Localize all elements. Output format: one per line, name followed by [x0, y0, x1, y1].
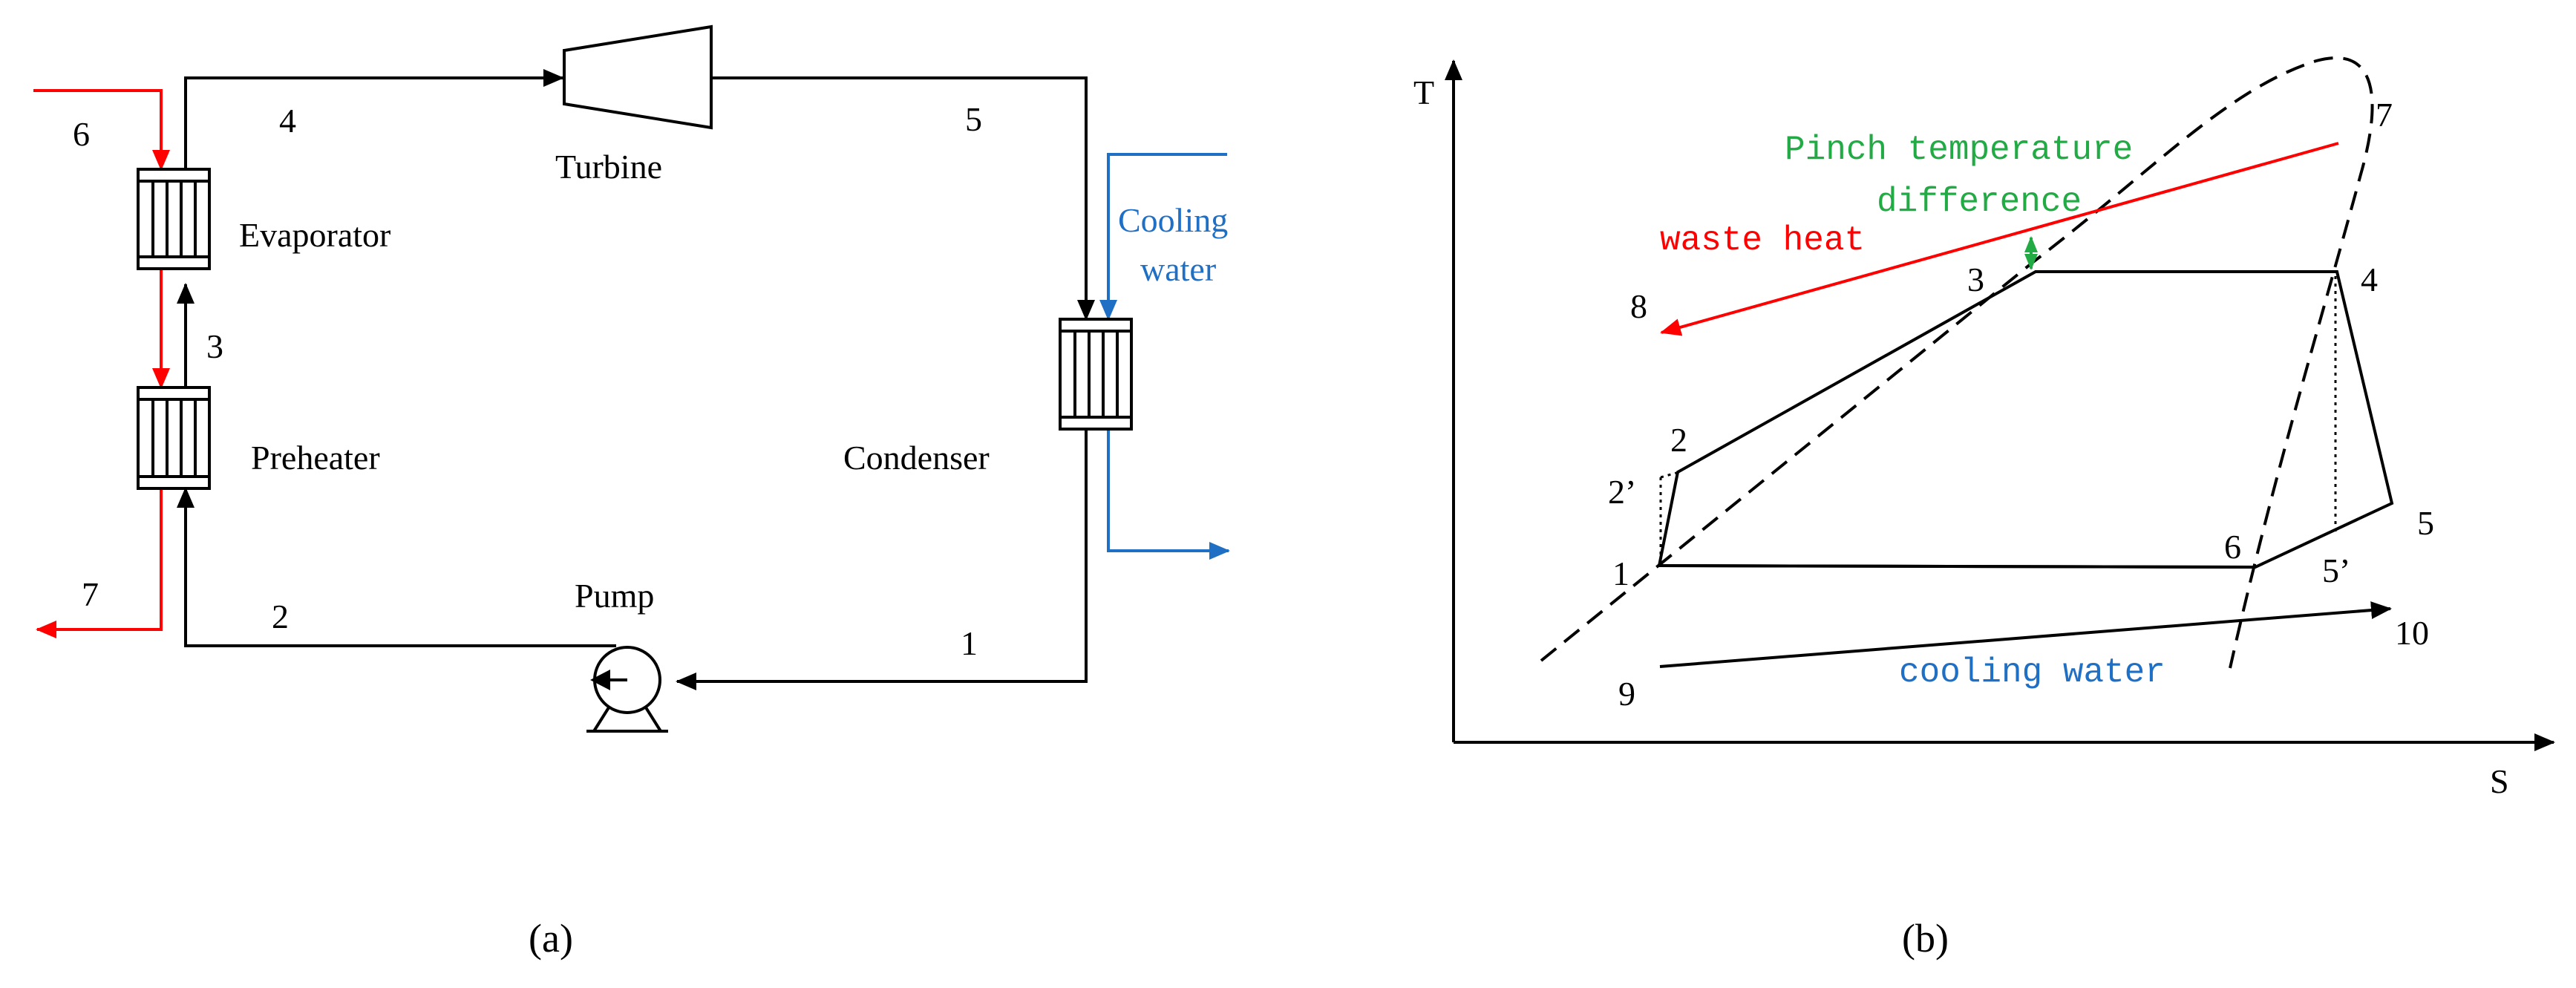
- y-axis-label: T: [1413, 73, 1434, 111]
- cooling-water-label-line2: water: [1140, 250, 1216, 288]
- condenser-heat-exchanger: [1059, 318, 1133, 431]
- panel-b-ts-diagram: T S Pinch temperature difference waste h…: [1413, 56, 2555, 961]
- tsd-point-1-label: 1: [1612, 554, 1629, 592]
- state-point-1-label: 1: [961, 624, 978, 662]
- cooling-water-outlet-line: [1107, 429, 1230, 560]
- panel-b-caption: (b): [1902, 916, 1949, 961]
- x-axis-label: S: [2490, 762, 2509, 800]
- cooling-water-label: cooling water: [1899, 653, 2165, 692]
- stream-2-line: [177, 487, 616, 647]
- tsd-point-4-label: 4: [2361, 261, 2378, 298]
- cycle-bottom-line: [1658, 564, 2256, 569]
- waste-heat-outlet-line: [36, 490, 163, 638]
- tsd-point-5prime-label: 5’: [2322, 552, 2350, 589]
- working-fluid-loop: [177, 69, 1095, 690]
- state-point-6-label: 6: [73, 115, 90, 153]
- tsd-point-10-label: 10: [2395, 614, 2429, 652]
- cycle-path: [1657, 270, 2394, 569]
- stream-1-line: [676, 431, 1088, 690]
- waste-heat-line: [1660, 142, 2339, 336]
- saturation-dome-curve: [1540, 56, 2374, 669]
- state-point-5-label: 5: [965, 100, 982, 138]
- turbine-symbol: [563, 24, 713, 130]
- tsd-point-7-label: 7: [2376, 96, 2393, 134]
- preheater-heat-exchanger: [137, 386, 211, 490]
- state-point-3-label: 3: [206, 327, 223, 365]
- tsd-point-9-label: 9: [1618, 675, 1635, 713]
- pump-symbol: [586, 646, 668, 733]
- state-point-2-label: 2: [272, 598, 289, 635]
- cooling-water-inlet-line: [1099, 153, 1227, 321]
- tsd-point-8-label: 8: [1630, 287, 1647, 325]
- condenser-label: Condenser: [843, 439, 990, 477]
- panel-a-schematic: Turbine Evaporator Preheater Condenser P…: [33, 24, 1230, 961]
- state-point-4-label: 4: [279, 102, 296, 140]
- cooling-water-label-line1: Cooling: [1118, 201, 1228, 239]
- stream-4-line: [184, 69, 564, 169]
- preheater-label: Preheater: [251, 439, 380, 477]
- tsd-point-3-label: 3: [1967, 261, 1984, 298]
- pump-label: Pump: [575, 577, 654, 615]
- cooling-water-stream: [1099, 153, 1230, 560]
- state-point-7-label: 7: [82, 575, 99, 613]
- evaporator-label: Evaporator: [239, 216, 390, 254]
- tsd-point-2-label: 2: [1670, 421, 1687, 459]
- waste-heat-inlet-line: [33, 89, 170, 171]
- evaporator-heat-exchanger: [137, 168, 211, 270]
- dotted-2prime-top: [1660, 471, 1677, 479]
- tsd-point-2prime-label: 2’: [1608, 473, 1636, 511]
- panel-a-caption: (a): [529, 916, 573, 961]
- tsd-point-5-label: 5: [2417, 504, 2434, 542]
- waste-heat-label: waste heat: [1660, 221, 1865, 260]
- pinch-label-line1: Pinch temperature: [1785, 131, 2133, 169]
- turbine-label: Turbine: [555, 148, 662, 186]
- pinch-label-line2: difference: [1877, 183, 2082, 221]
- tsd-point-6-label: 6: [2224, 528, 2241, 566]
- waste-heat-stream: [33, 89, 170, 638]
- stream-5-line: [711, 76, 1095, 321]
- cooling-water-line: [1659, 601, 2392, 668]
